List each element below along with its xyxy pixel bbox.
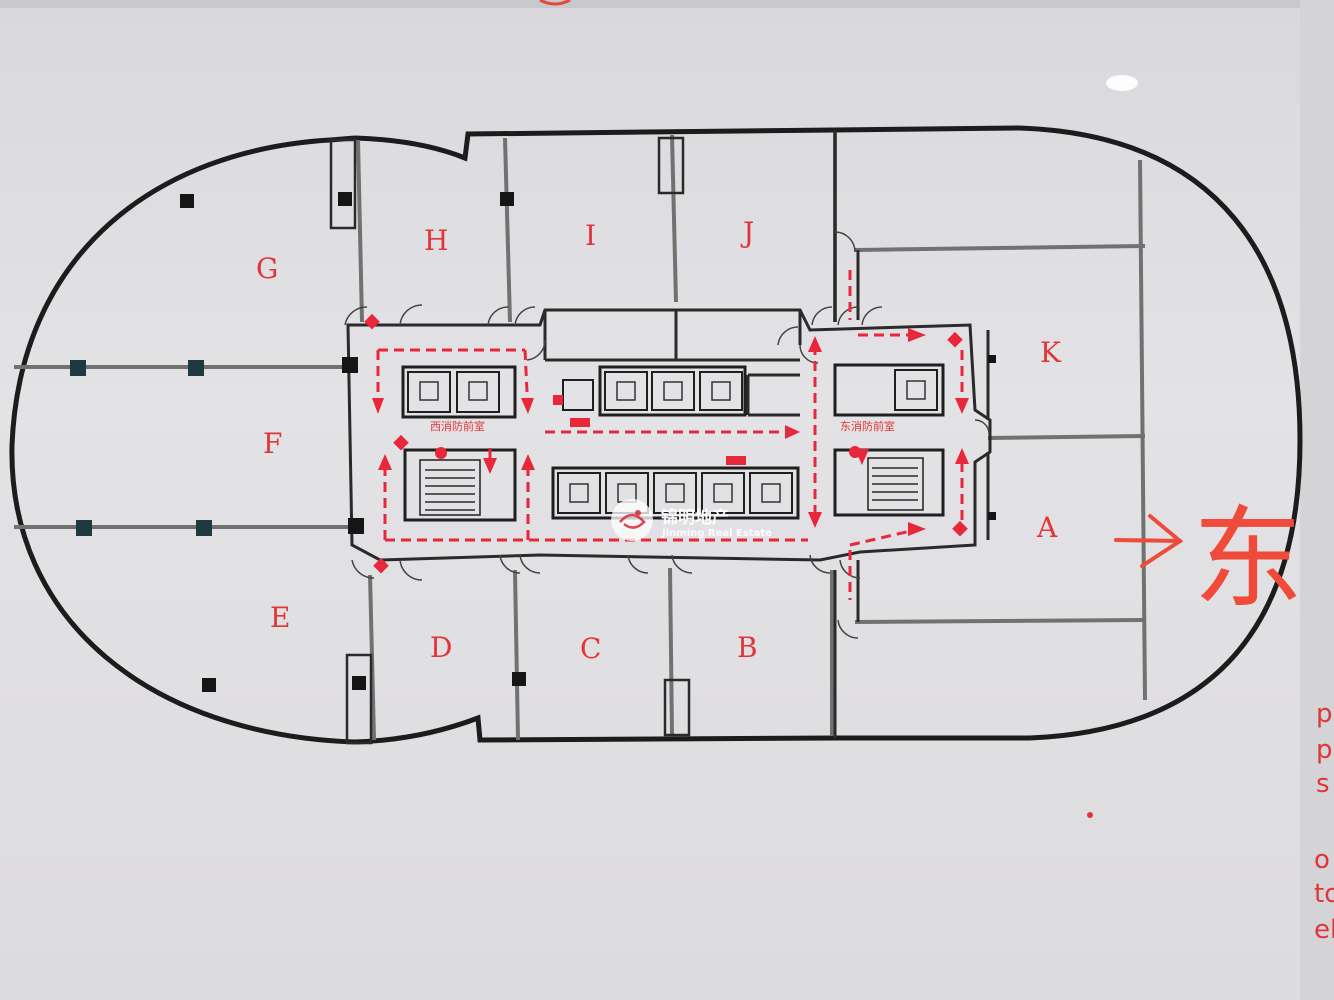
frame-edge [1300,0,1334,1000]
side-text-5: to [1314,879,1334,909]
watermark-chinese: 锦明地产 [661,507,729,528]
room-label-c: C [580,632,601,665]
east-arrow-annotation [1114,514,1184,568]
side-text-4: o [1314,845,1330,875]
room-label-d: D [430,631,452,664]
top-edge [0,0,1334,8]
door-swings [344,231,990,639]
east-direction-char: 东 [1193,495,1303,623]
room-label-i: I [585,219,596,252]
watermark-logo-icon [611,499,653,541]
elevator-bank-west [401,365,517,522]
room-label-b: B [737,631,758,664]
elevator-cars [419,380,926,503]
room-label-f: F [263,427,282,460]
elevator-bank-center-bottom [551,466,800,520]
side-text-2: p [1316,735,1333,765]
east-stair-treads [872,467,918,501]
side-text-3: s [1316,769,1330,799]
columns [70,192,996,692]
room-label-h: H [424,224,448,257]
room-label-a: A [1036,511,1058,544]
room-label-g: G [256,252,278,285]
watermark: 锦明地产 Jinming Real Estate [611,499,772,541]
east-fire-room-label: 东消防前室 [840,419,895,433]
room-label-k: K [1040,336,1062,369]
watermark-english: Jinming Real Estate [661,528,772,539]
core-outline [346,308,992,562]
room-label-j: J [740,216,754,249]
partition-walls [833,130,990,738]
top-text-fragment [539,0,571,6]
evacuation-arrows [372,328,969,536]
side-text-6: el [1314,915,1334,945]
west-stair-treads [425,469,475,511]
elevator-bank-center-top [562,365,747,417]
room-label-e: E [270,601,290,634]
shafts [329,136,691,745]
red-dot [1087,812,1093,818]
elevator-bank-east [833,363,945,517]
side-text-1: p [1316,699,1333,729]
light-reflection [1106,75,1138,91]
west-fire-room-label: 西消防前室 [430,419,485,433]
building-outline [9,125,1303,745]
